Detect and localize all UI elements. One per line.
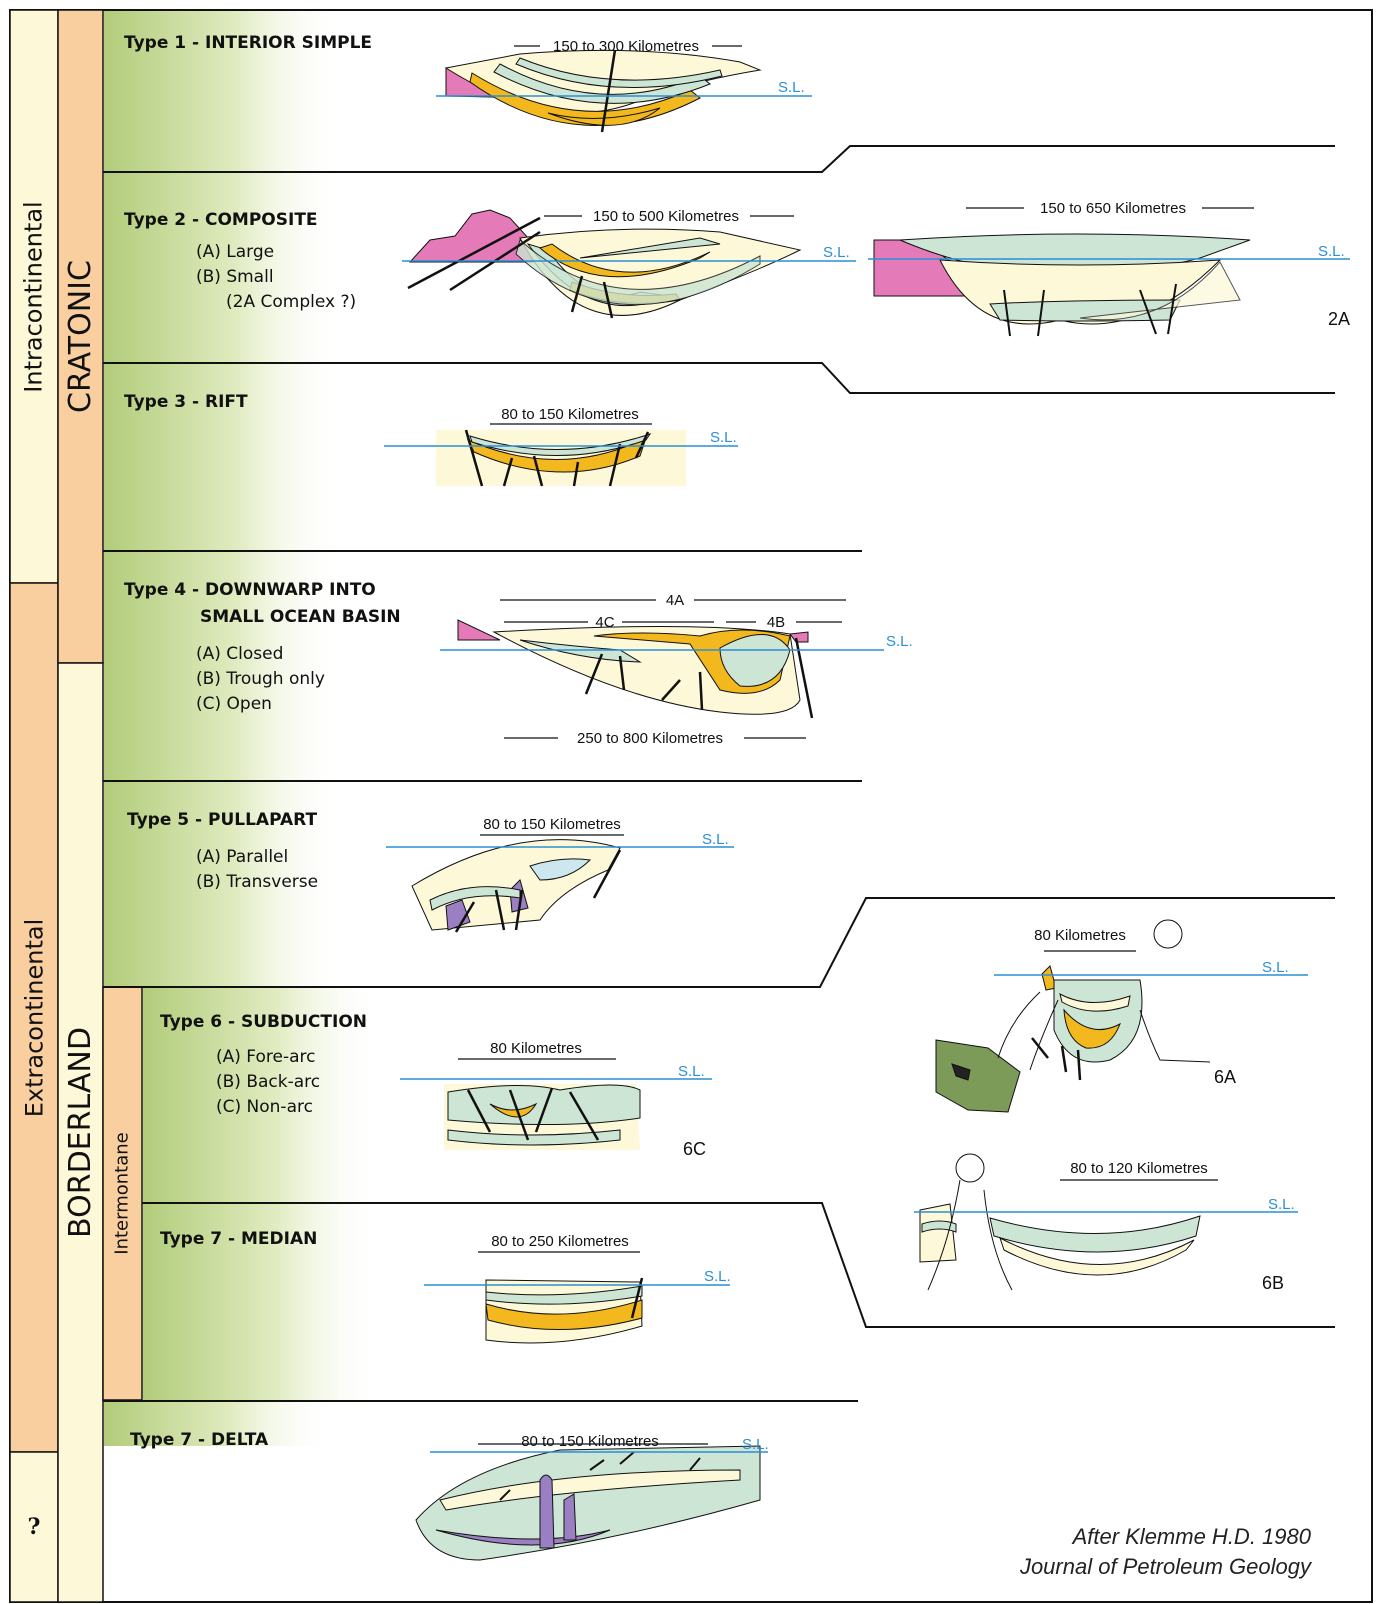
t4-tag-4c: 4C: [595, 614, 614, 631]
t1-width: 150 to 300 Kilometres: [553, 38, 699, 55]
credit-line2: Journal of Petroleum Geology: [1020, 1552, 1311, 1582]
t6a-tag: 6A: [1214, 1067, 1236, 1087]
t7d-width: 80 to 150 Kilometres: [521, 1433, 659, 1450]
t6c-sl: S.L.: [678, 1063, 705, 1080]
t6b-tag: 6B: [1262, 1273, 1284, 1293]
t6b-width: 80 to 120 Kilometres: [1070, 1160, 1208, 1177]
t5-sl: S.L.: [702, 831, 729, 848]
t6b-sl: S.L.: [1268, 1196, 1295, 1213]
t6a-sl: S.L.: [1262, 959, 1289, 976]
t2b-sl: S.L.: [1318, 243, 1345, 260]
t5-width: 80 to 150 Kilometres: [483, 816, 621, 833]
t6c-tag: 6C: [683, 1139, 706, 1159]
t2a-sl: S.L.: [823, 244, 850, 261]
t2b-tag: 2A: [1328, 309, 1350, 329]
t1-sl: S.L.: [778, 79, 805, 96]
t4-tag-4b: 4B: [767, 614, 785, 631]
t4-tag-4a: 4A: [666, 592, 684, 609]
t2a-width: 150 to 500 Kilometres: [593, 208, 739, 225]
t4-sl: S.L.: [886, 633, 913, 650]
t3-sl: S.L.: [710, 429, 737, 446]
t6a-width: 80 Kilometres: [1034, 927, 1126, 944]
source-credit: After Klemme H.D. 1980 Journal of Petrol…: [1020, 1522, 1311, 1582]
t7d-sl: S.L.: [742, 1436, 769, 1453]
t3-width: 80 to 150 Kilometres: [501, 406, 639, 423]
t2b-width: 150 to 650 Kilometres: [1040, 200, 1186, 217]
t6c-width: 80 Kilometres: [490, 1040, 582, 1057]
t7m-width: 80 to 250 Kilometres: [491, 1233, 629, 1250]
t4-width: 250 to 800 Kilometres: [577, 730, 723, 747]
t7m-sl: S.L.: [704, 1268, 731, 1285]
credit-line1: After Klemme H.D. 1980: [1020, 1522, 1311, 1552]
